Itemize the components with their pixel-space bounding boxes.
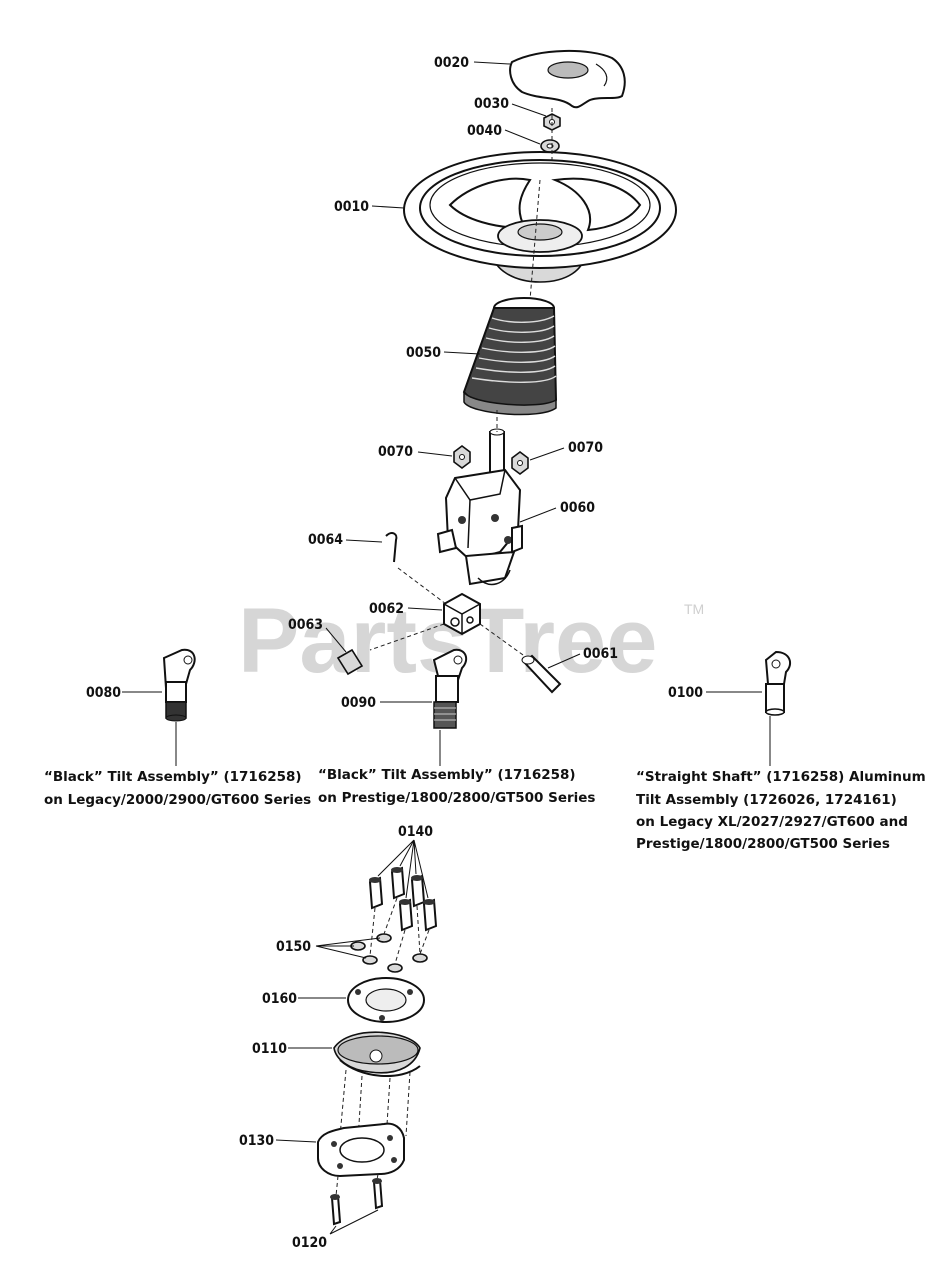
caption-line: Prestige/1800/2800/GT500 Series [636, 836, 890, 852]
callout-0050: 0050 [406, 345, 441, 361]
part-0150-washers[interactable] [350, 933, 428, 973]
part-0090-tilt-shaft[interactable] [432, 648, 468, 729]
caption-line: “Straight Shaft” (1716258) Aluminum [636, 769, 926, 785]
part-0120-screws[interactable] [330, 1178, 384, 1226]
part-0010-steering-wheel[interactable] [403, 151, 677, 283]
callout-0120: 0120 [292, 1235, 327, 1251]
callout-0020: 0020 [434, 55, 469, 71]
callout-0030: 0030 [474, 96, 509, 112]
part-0020-steering-cap[interactable] [509, 49, 626, 109]
watermark-trademark: TM [684, 601, 704, 617]
part-0160-plate[interactable] [347, 977, 425, 1023]
callout-0110: 0110 [252, 1041, 287, 1057]
callout-0150: 0150 [276, 939, 311, 955]
callout-0070-left: 0070 [378, 444, 413, 460]
caption-black-legacy: “Black” Tilt Assembly” (1716258) on Lega… [44, 769, 311, 808]
part-0061-bolt[interactable] [521, 654, 562, 694]
part-0100-straight-shaft[interactable] [764, 650, 792, 716]
part-0140-screws[interactable] [368, 866, 438, 932]
callout-0060: 0060 [560, 500, 595, 516]
callout-0070-right: 0070 [568, 440, 603, 456]
caption-black-prestige: “Black” Tilt Assembly” (1716258) on Pres… [318, 767, 595, 806]
part-0062-block[interactable] [443, 592, 481, 636]
part-0060-tilt-bracket[interactable] [436, 428, 523, 586]
caption-line: “Black” Tilt Assembly” (1716258) [318, 767, 576, 783]
part-0080-tilt-shaft[interactable] [162, 648, 196, 722]
callout-0080: 0080 [86, 685, 121, 701]
caption-line: Tilt Assembly (1726026, 1724161) [636, 792, 897, 808]
part-0130-flange-plate[interactable] [317, 1122, 405, 1178]
caption-line: on Legacy/2000/2900/GT600 Series [44, 792, 311, 808]
part-0110-housing[interactable] [333, 1031, 421, 1077]
callout-0063: 0063 [288, 617, 323, 633]
callout-0010: 0010 [334, 199, 369, 215]
callout-0062: 0062 [369, 601, 404, 617]
part-0070-nut-left[interactable] [453, 445, 471, 469]
callout-0160: 0160 [262, 991, 297, 1007]
part-0063-pin[interactable] [336, 648, 364, 676]
callout-0130: 0130 [239, 1133, 274, 1149]
callout-0040: 0040 [467, 123, 502, 139]
caption-line: “Black” Tilt Assembly” (1716258) [44, 769, 302, 785]
callout-0100: 0100 [668, 685, 703, 701]
callout-0140: 0140 [398, 824, 433, 840]
caption-line: on Legacy XL/2027/2927/GT600 and [636, 814, 908, 830]
callout-0061: 0061 [583, 646, 618, 662]
callout-0090: 0090 [341, 695, 376, 711]
part-0064-pin[interactable] [385, 532, 398, 563]
caption-straight-shaft: “Straight Shaft” (1716258) Aluminum Tilt… [636, 769, 926, 852]
callout-0064: 0064 [308, 532, 343, 548]
part-0050-steering-boot[interactable] [462, 297, 558, 416]
caption-line: on Prestige/1800/2800/GT500 Series [318, 790, 595, 806]
part-0040-washer[interactable] [540, 139, 560, 153]
part-0070-nut-right[interactable] [511, 451, 529, 475]
